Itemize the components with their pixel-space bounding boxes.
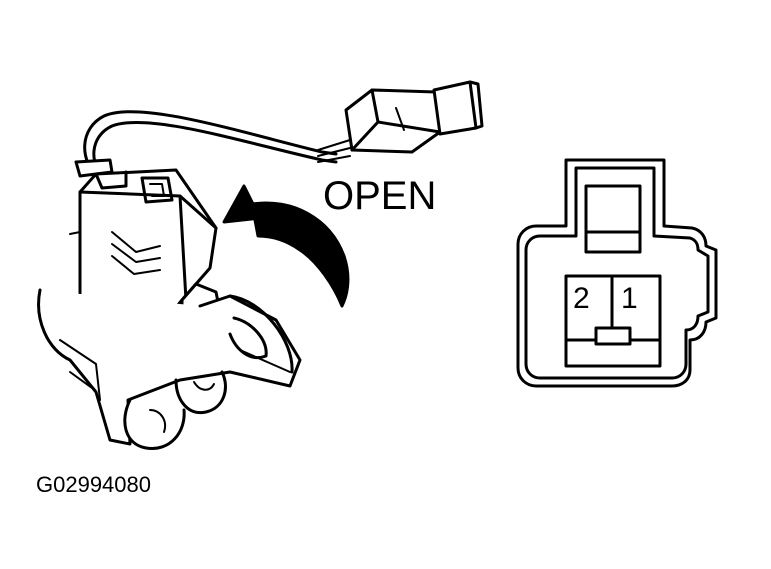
connector-plug (344, 80, 484, 154)
terminal-1-label: 1 (621, 282, 638, 315)
rotation-arrow-icon (222, 184, 350, 308)
terminal-2-label: 2 (573, 282, 590, 315)
open-direction-label: OPEN (323, 174, 437, 218)
figure-id-label: G02994080 (36, 472, 151, 497)
connector-face-diagram (516, 158, 718, 388)
wire-harness (74, 110, 351, 182)
switch-assembly (37, 168, 302, 450)
